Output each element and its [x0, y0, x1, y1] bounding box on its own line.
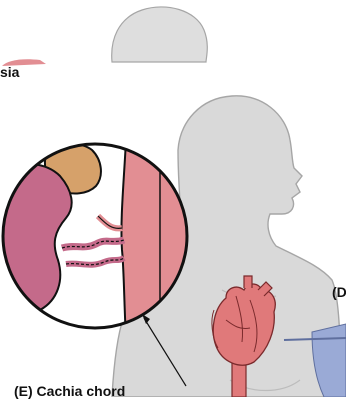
label-d-partial: (D	[332, 284, 346, 300]
label-top-partial: sia	[0, 64, 19, 80]
upper-figure	[112, 7, 208, 62]
